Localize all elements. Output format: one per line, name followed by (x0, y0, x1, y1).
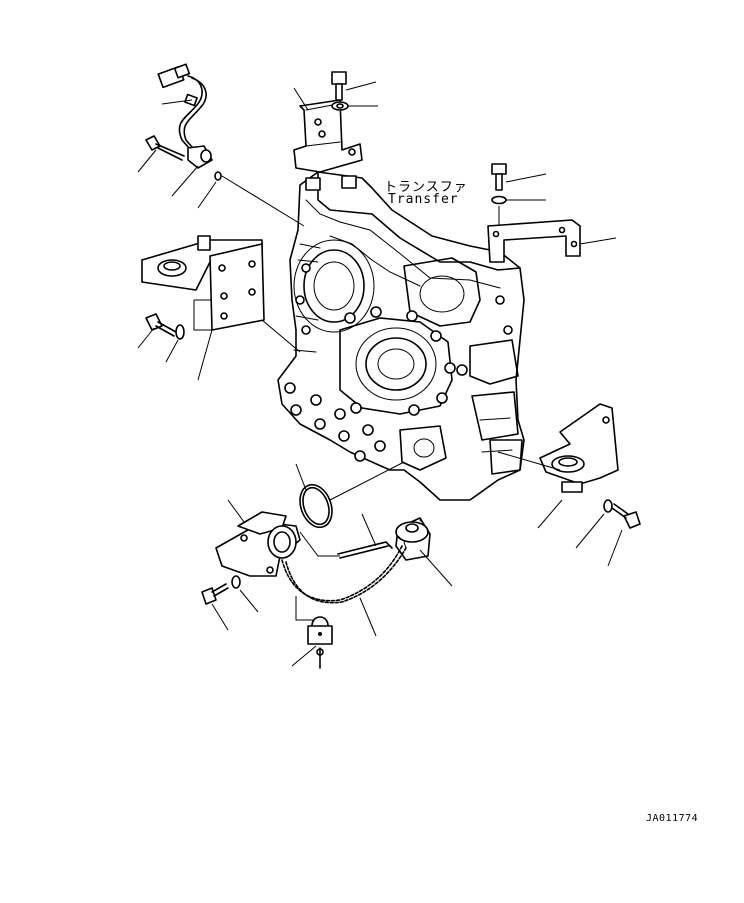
right-mount-washer (603, 499, 613, 513)
right-bracket-bolt (491, 163, 507, 191)
left-mount-bracket (141, 235, 265, 331)
right-mount-bracket (539, 403, 619, 493)
sensor-bolt (145, 135, 185, 161)
transfer-label-en: Transfer (388, 192, 459, 207)
wrench-key (337, 541, 393, 559)
right-bracket (487, 219, 581, 263)
upper-bracket (293, 99, 363, 173)
left-mount-bolt (145, 313, 177, 337)
housing-bolt-group (284, 263, 513, 462)
left-mount-washer (175, 324, 185, 340)
filler-washer (231, 575, 241, 589)
upper-bracket-washer (331, 101, 349, 111)
transfer-housing (277, 171, 525, 501)
filler-cap (395, 517, 431, 561)
drawing-code: JA011774 (646, 813, 699, 824)
upper-bracket-bolt (331, 71, 347, 101)
padlock (307, 616, 333, 645)
sensor-o-ring (214, 171, 222, 181)
port-o-ring (299, 483, 333, 529)
right-bracket-washer (491, 195, 507, 205)
transfer-label-jp: トランスファ (384, 180, 468, 195)
leader-lines (137, 81, 623, 667)
padlock-key (316, 647, 324, 669)
filler-bolt (201, 583, 229, 605)
chain (281, 545, 407, 604)
filler-bracket (215, 511, 301, 577)
right-mount-bolt (611, 503, 641, 529)
